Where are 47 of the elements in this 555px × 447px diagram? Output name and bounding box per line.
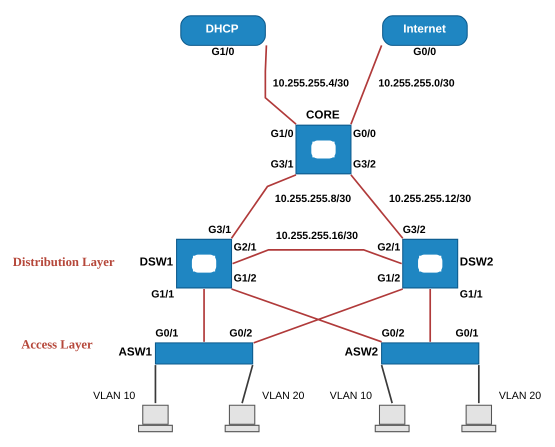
node-label: G0/1 — [456, 327, 478, 340]
node-label: G0/0 — [413, 45, 436, 58]
node-label: G0/2 — [382, 327, 404, 340]
connector — [429, 288, 432, 342]
node-label: VLAN 10 — [330, 389, 372, 402]
node-label: VLAN 20 — [498, 389, 542, 402]
connector — [350, 44, 382, 124]
node-label: G0/1 — [155, 327, 178, 340]
connector — [350, 174, 404, 238]
connector — [380, 364, 393, 403]
node-label: G3/1 — [208, 223, 232, 236]
connector — [230, 174, 296, 238]
node-label: ASW1 — [118, 344, 152, 358]
node-label: G3/2 — [353, 158, 376, 170]
node-label: G3/1 — [270, 158, 294, 170]
edge-label: 10.255.255.12/30 — [388, 192, 472, 204]
connector — [241, 364, 254, 403]
node-label: VLAN 10 — [93, 389, 136, 402]
connector — [253, 288, 404, 344]
node-label: G1/1 — [151, 288, 174, 300]
edge-label: 10.255.255.4/30 — [272, 77, 349, 90]
edge-label: 10.255.255.8/30 — [274, 192, 352, 204]
connector — [478, 364, 480, 403]
node-label: ASW2 — [344, 344, 378, 358]
connector — [264, 44, 297, 124]
label: Access Layer — [21, 336, 93, 351]
node-label: G3/2 — [402, 223, 426, 236]
label: Distribution Layer — [12, 254, 115, 268]
edge-label: 10.255.255.16/30 — [276, 229, 358, 242]
node-label: G0/0 — [353, 127, 376, 140]
connector — [154, 364, 156, 403]
node-label: G1/1 — [460, 288, 483, 300]
connector — [232, 248, 402, 264]
node-label: CORE — [306, 108, 340, 122]
node-label: DSW2 — [460, 255, 494, 268]
node-label: G0/2 — [229, 327, 252, 340]
connector — [231, 288, 382, 342]
node-label: G2/1 — [377, 240, 400, 253]
node-label: G1/2 — [234, 272, 257, 284]
edge-label: 10.255.255.0/30 — [378, 77, 455, 90]
node-label: G2/1 — [234, 240, 257, 253]
node-label: DSW1 — [140, 255, 174, 268]
node-label: G1/0 — [211, 45, 234, 58]
connector — [203, 288, 205, 342]
node-label: G1/2 — [377, 272, 400, 284]
node-label: VLAN 20 — [262, 389, 304, 402]
node-label: G1/0 — [270, 127, 294, 140]
